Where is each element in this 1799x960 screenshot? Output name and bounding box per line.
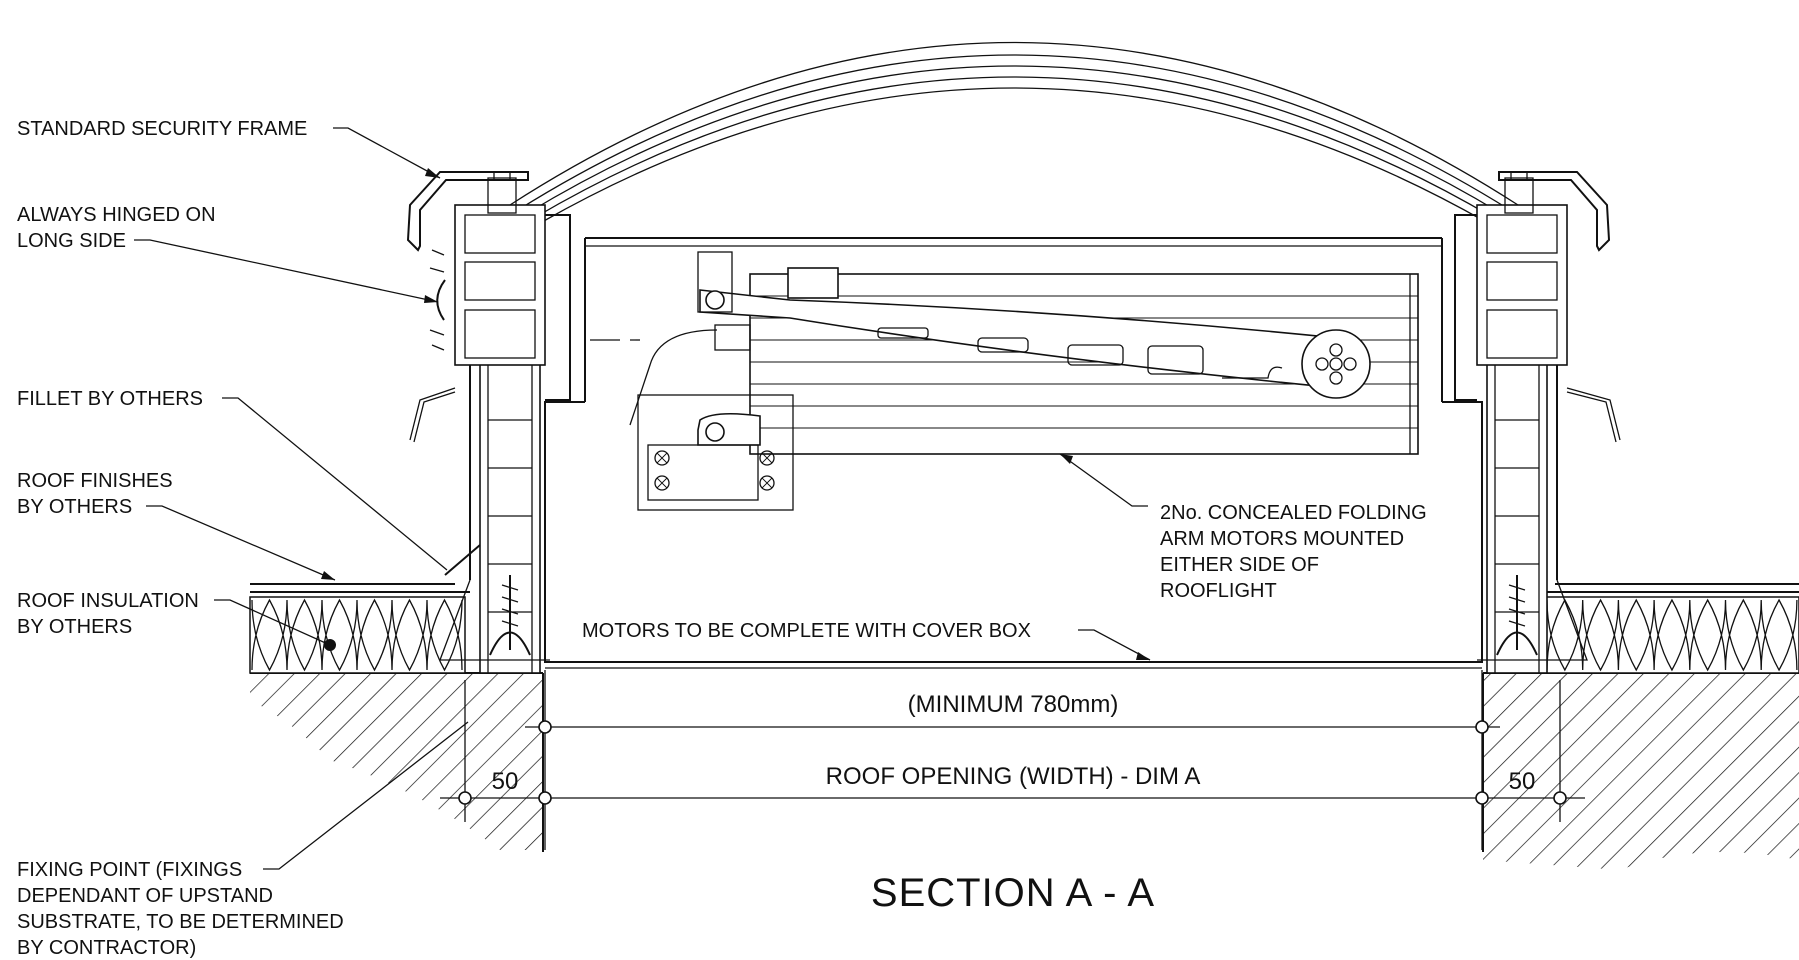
dim-minimum-width: (MINIMUM 780mm) [908, 691, 1119, 718]
dimension-labels: (MINIMUM 780mm) ROOF OPENING (WIDTH) - D… [492, 691, 1536, 795]
label-fixing-line4: BY CONTRACTOR) [17, 937, 196, 959]
label-motors-line3: EITHER SIDE OF [1160, 554, 1319, 576]
frame-right [1454, 171, 1621, 443]
dim-right-offset: 50 [1509, 768, 1536, 795]
dim-left-offset: 50 [492, 768, 519, 795]
motor-cover-box [544, 237, 1483, 669]
folding-arm-motor [590, 251, 1419, 511]
label-motors-line1: 2No. CONCEALED FOLDING [1160, 502, 1427, 524]
label-fixing-line1: FIXING POINT (FIXINGS [17, 859, 242, 881]
annotation-labels: STANDARD SECURITY FRAME ALWAYS HINGED ON… [17, 118, 1427, 959]
dim-roof-opening: ROOF OPENING (WIDTH) - DIM A [826, 763, 1201, 790]
section-title: SECTION A - A [871, 871, 1155, 915]
frame-left [406, 171, 571, 443]
label-fillet: FILLET BY OTHERS [17, 388, 203, 410]
label-hinged-line2: LONG SIDE [17, 230, 126, 252]
dimension-lines [440, 670, 1585, 850]
label-hinged-line1: ALWAYS HINGED ON [17, 204, 216, 226]
label-security-frame: STANDARD SECURITY FRAME [17, 118, 307, 140]
label-cover-box: MOTORS TO BE COMPLETE WITH COVER BOX [582, 620, 1031, 642]
label-fixing-line3: SUBSTRATE, TO BE DETERMINED [17, 911, 344, 933]
label-motors-line2: ARM MOTORS MOUNTED [1160, 528, 1404, 550]
label-roof-finishes-line1: ROOF FINISHES [17, 470, 173, 492]
fixing-screw-right [1496, 575, 1538, 656]
label-roof-insulation-line1: ROOF INSULATION [17, 590, 199, 612]
label-motors-line4: ROOFLIGHT [1160, 580, 1277, 602]
label-roof-insulation-line2: BY OTHERS [17, 616, 132, 638]
label-fixing-line2: DEPENDANT OF UPSTAND [17, 885, 273, 907]
rooflight-dome [509, 41, 1519, 223]
roof-insulation-left [249, 583, 470, 674]
upstand-right [1477, 359, 1588, 674]
label-roof-finishes-line2: BY OTHERS [17, 496, 132, 518]
fixing-screw-left [489, 575, 531, 656]
leader-lines [134, 127, 1151, 870]
